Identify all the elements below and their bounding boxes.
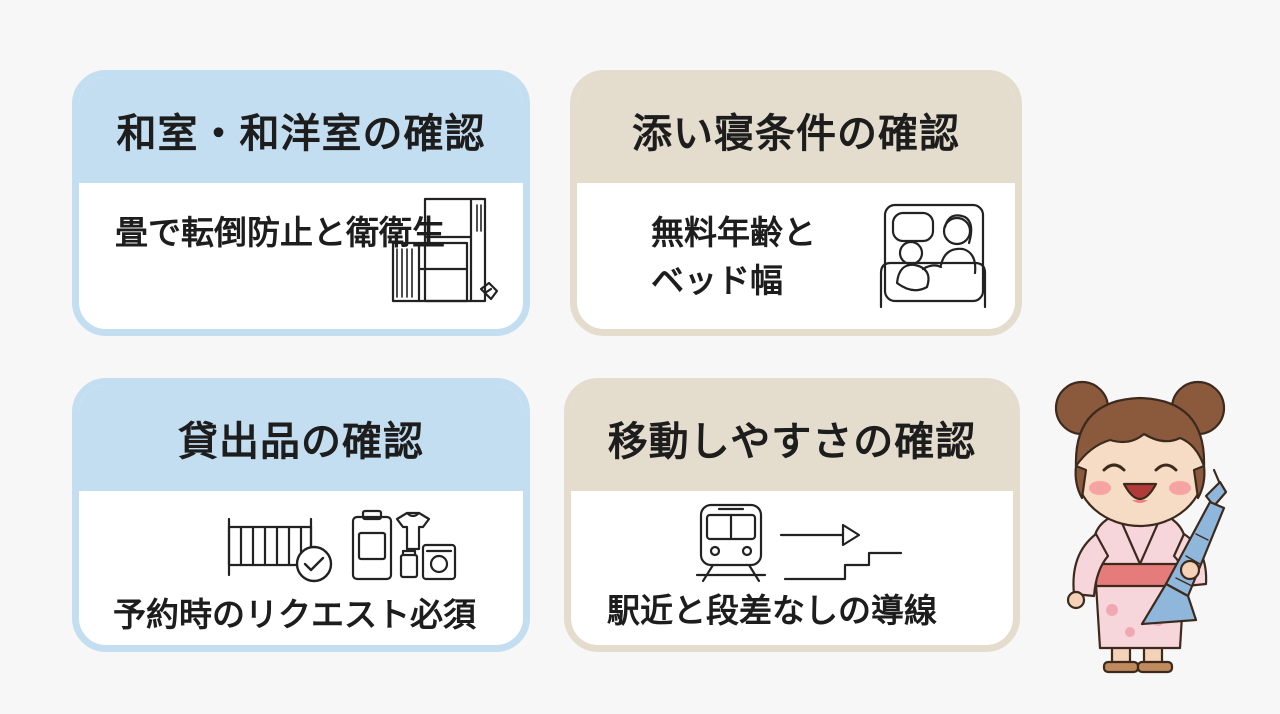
check-icon xyxy=(295,545,333,583)
card-text: 駅近と段差なしの導線 xyxy=(607,591,937,630)
tatami-room-icon xyxy=(385,197,501,307)
card-body: 駅近と段差なしの導線 xyxy=(571,491,1013,645)
rental-items-icon xyxy=(349,509,459,581)
train-icon xyxy=(695,503,767,583)
card-title: 移動しやすさの確認 xyxy=(571,385,1013,491)
card-text-line1: 無料年齢と xyxy=(651,213,816,252)
arrow-right-icon xyxy=(779,521,863,549)
card-body: 予約時のリクエスト必須 xyxy=(79,491,523,645)
card-text: 畳で転倒防止と衛衛生 xyxy=(115,213,445,252)
card-title: 貸出品の確認 xyxy=(79,385,523,491)
card-body: 畳で転倒防止と衛衛生 xyxy=(79,183,523,329)
card-body: 無料年齢と ベッド幅 xyxy=(577,183,1015,329)
card-text-line2: ベッド幅 xyxy=(651,261,783,300)
card-japanese-room: 和室・和洋室の確認 畳で転倒防止と衛衛生 xyxy=(72,70,530,336)
card-title: 添い寝条件の確認 xyxy=(577,77,1015,183)
crib-icon xyxy=(225,517,315,577)
card-accessibility: 移動しやすさの確認 駅近と段差なしの導線 xyxy=(564,378,1020,652)
card-co-sleeping: 添い寝条件の確認 無料年齢と ベッド幅 xyxy=(570,70,1022,336)
card-rental-items: 貸出品の確認 予約時のリクエスト必須 xyxy=(72,378,530,652)
co-sleeping-icon xyxy=(879,203,987,307)
card-title: 和室・和洋室の確認 xyxy=(79,77,523,183)
yukata-girl-with-tower-icon xyxy=(1054,380,1228,674)
card-text: 予約時のリクエスト必須 xyxy=(113,595,476,634)
stairs-icon xyxy=(783,549,903,581)
